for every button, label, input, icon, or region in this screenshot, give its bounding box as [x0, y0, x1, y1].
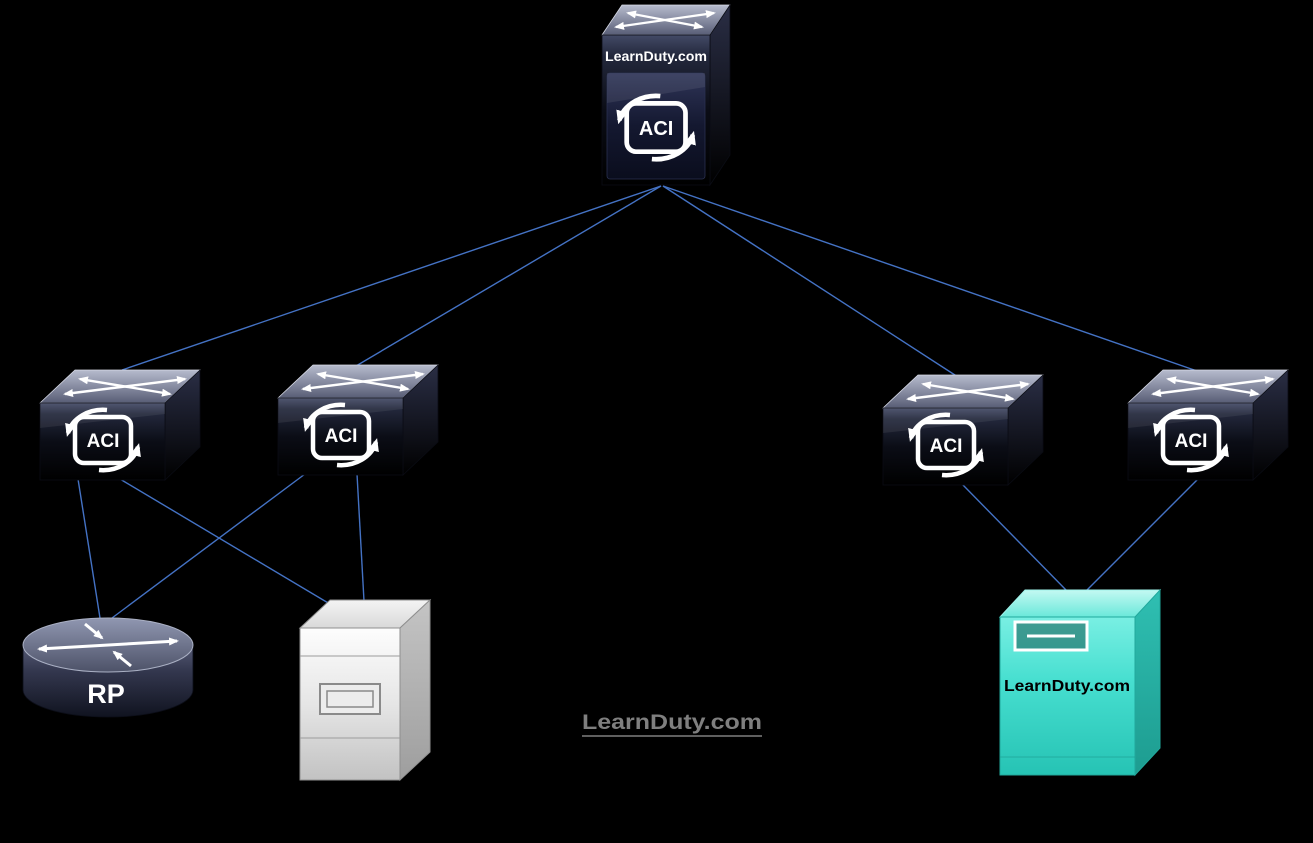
server-side-face	[399, 598, 431, 782]
links	[77, 185, 1201, 619]
server-slot-icon	[319, 683, 381, 715]
spine-switch: LearnDuty.com	[601, 3, 731, 187]
link-spine-leaf-2	[355, 185, 662, 367]
link-spine-leaf-4	[662, 185, 1201, 373]
router-rp: RP	[22, 617, 194, 718]
server-top-face	[998, 589, 1162, 618]
link-leaf4-server-teal	[1084, 478, 1199, 593]
link-spine-leaf-1	[121, 185, 662, 371]
teal-server-brand-label: LearnDuty.com	[1004, 678, 1130, 695]
link-leaf1-router	[77, 478, 101, 619]
leaf-switch-3	[883, 375, 1043, 485]
router-label: RP	[87, 679, 125, 709]
link-spine-leaf-3	[662, 185, 959, 378]
spine-brand-label: LearnDuty.com	[605, 49, 707, 64]
server-slot-inner	[326, 690, 374, 708]
router-arrows-icon	[37, 622, 179, 668]
watermark: LearnDuty.com	[582, 710, 762, 737]
switch-side-face	[709, 3, 731, 187]
link-leaf3-server-teal	[961, 483, 1069, 593]
leaf-switch-4	[1128, 370, 1288, 480]
server-gray	[298, 598, 432, 782]
link-leaf1-server-gray	[119, 478, 346, 614]
leaf-switch-1	[40, 370, 200, 480]
server-side-face	[1134, 588, 1161, 777]
switch-throughput-arrows-icon	[614, 10, 716, 30]
spine-gloss	[607, 73, 705, 103]
watermark-text: LearnDuty.com	[582, 710, 762, 734]
link-leaf2-server-gray	[356, 473, 365, 602]
server-teal: LearnDuty.com	[998, 588, 1162, 777]
link-leaf2-router	[111, 473, 306, 619]
leaf-switch-2	[278, 365, 438, 475]
